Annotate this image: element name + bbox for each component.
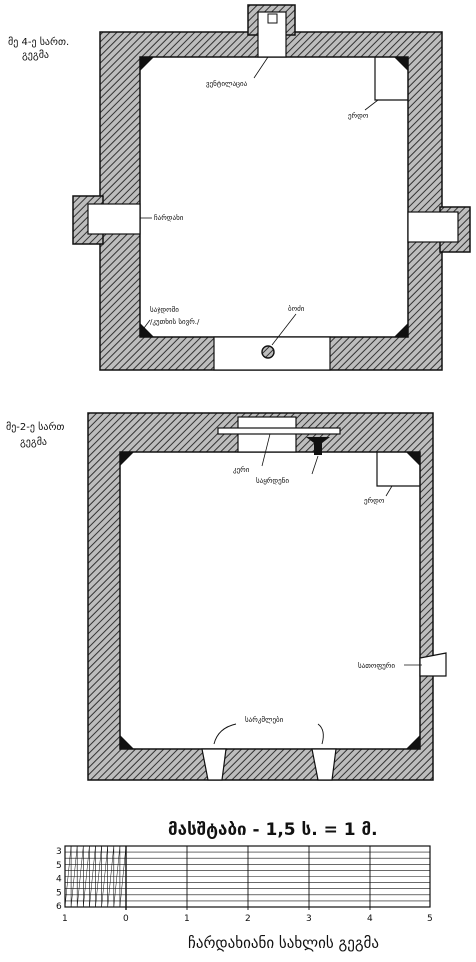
label-hearth-bottom: კერი [233, 465, 250, 474]
scale-col-tick: 2 [245, 914, 251, 924]
scale-col-tick: 3 [306, 914, 312, 924]
label-niche: სათოფური [358, 661, 395, 670]
label-support: საყრდენი [256, 476, 289, 485]
scale-row-tick: 4 [56, 875, 62, 885]
plan-bottom-title-1: მე-2-ე სართ [6, 421, 64, 433]
plan-top-room [139, 56, 409, 338]
niche-right [419, 652, 447, 677]
label-stair-top: ერდო [348, 111, 369, 120]
scale-diagonal [101, 845, 108, 908]
corner-fill [394, 323, 408, 337]
scale-diagonal [95, 845, 102, 908]
label-hearth-top: ბოძი [288, 305, 305, 313]
corner-fill [406, 735, 420, 749]
scale-diagonal [76, 845, 84, 908]
scale-row-tick: 3 [56, 847, 62, 857]
scale-col-tick: 1 [62, 914, 68, 924]
door-right [311, 748, 337, 781]
scale-bar: მასშტაბი - 1,5 ს. = 1 მ. 1 0 1 2 3 4 5 3 5 4 5 6 [56, 820, 433, 924]
plan-bottom: მე-2-ე სართ გეგმა კერი საყრდენი ერდო სათ… [6, 412, 447, 781]
scale-col-tick: 1 [184, 914, 190, 924]
scale-col-tick: 4 [367, 914, 373, 924]
plan-bottom-title-2: გეგმა [20, 436, 47, 448]
corner-fill [140, 323, 154, 337]
scale-diagonal [119, 845, 127, 908]
window-opening-left [87, 203, 141, 235]
stair-box-bottom [376, 452, 420, 487]
label-ventilation: ვენტილაცია [206, 80, 248, 88]
plan-top-title-2: გეგმა [22, 49, 49, 61]
scale-diagonal [113, 845, 121, 908]
hearth-post [261, 345, 275, 359]
drawing-caption: ჩარდახიანი სახლის გეგმა [188, 934, 379, 952]
scale-diagonal [64, 845, 72, 908]
scale-row-tick: 6 [56, 902, 62, 912]
scale-diagonal [89, 845, 96, 908]
door-left [201, 748, 227, 781]
label-bench: საჯდომი [150, 306, 179, 314]
label-doors: სარკმლები [245, 715, 284, 724]
plan-bottom-room [119, 451, 421, 750]
scale-diagonal [83, 845, 90, 908]
plan-top: მე 4-ე სართ. გეგმა ვენტილაცია ერდო ჩარდა… [8, 4, 471, 371]
scale-diagonal [107, 845, 115, 908]
scale-col-tick: 5 [427, 914, 433, 924]
corner-fill [120, 452, 134, 466]
plan-top-title-1: მე 4-ე სართ. [8, 36, 69, 48]
scale-diagonal [70, 845, 78, 908]
corner-fill [120, 735, 134, 749]
corner-fill [140, 57, 154, 71]
stair-box [374, 57, 408, 101]
scale-row-tick: 5 [56, 888, 62, 898]
corner-fill [406, 452, 420, 466]
scale-grid: 1 0 1 2 3 4 5 3 5 4 5 6 [56, 845, 433, 924]
label-stair-bottom: ერდო [364, 496, 385, 505]
scale-title: მასშტაბი - 1,5 ს. = 1 მ. [168, 820, 378, 840]
label-window-left: ჩარდახი [154, 213, 184, 222]
support-post [306, 437, 330, 455]
top-beam [217, 427, 341, 435]
corner-fill [394, 57, 408, 71]
label-bench-note: /კუთხის სივრ./ [150, 317, 200, 326]
scale-row-tick: 5 [56, 861, 62, 871]
window-opening-right [407, 211, 459, 243]
scale-col-tick: 0 [123, 914, 129, 924]
ventilation-opening [257, 11, 287, 58]
